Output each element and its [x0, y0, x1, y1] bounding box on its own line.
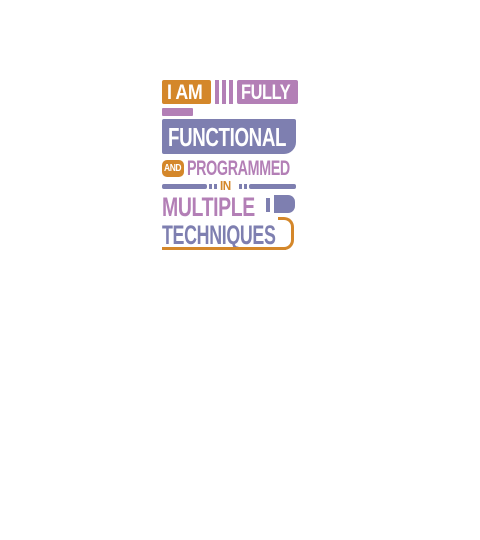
side-tab [274, 195, 295, 213]
stripe-2 [222, 80, 226, 104]
dash-left-long [162, 184, 207, 189]
functional-text: FUNCTIONAL [168, 122, 287, 152]
accent-bar [162, 108, 193, 116]
typographic-artwork: I AM FULLY FUNCTIONAL AND PROGRAMMED IN … [162, 78, 298, 254]
functional-block [162, 119, 296, 154]
stripe-3 [229, 80, 233, 104]
and-badge [162, 160, 184, 177]
orange-underline [162, 247, 286, 250]
dash-right-short-2 [244, 184, 247, 189]
orange-bracket [278, 217, 294, 250]
and-text: AND [164, 163, 182, 174]
multiple-text: MULTIPLE [162, 192, 255, 222]
fully-text: FULLY [241, 81, 291, 104]
programmed-text: PROGRAMMED [187, 157, 290, 180]
dash-left-short-1 [209, 184, 212, 189]
dash-left-short-2 [214, 184, 217, 189]
i-am-text: I AM [167, 81, 203, 104]
dash-right-short-1 [239, 184, 242, 189]
stripe-1 [215, 80, 219, 104]
fully-block [237, 80, 298, 104]
techniques-text: TECHNIQUES [162, 220, 276, 250]
in-text: IN [220, 178, 231, 193]
multiple-dash [266, 198, 270, 212]
dash-right-long [249, 184, 296, 189]
i-am-block [162, 80, 211, 104]
